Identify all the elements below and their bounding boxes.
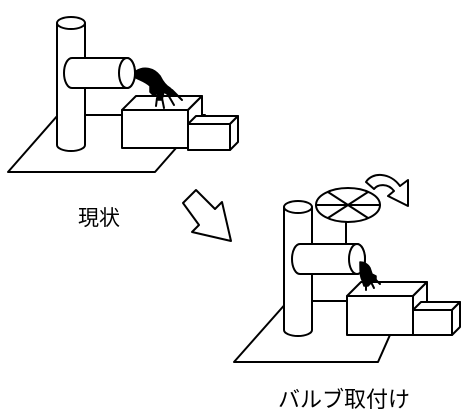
pipe: [291, 243, 366, 275]
valve-handwheel-icon: [315, 187, 381, 223]
caption-current-state: 現状: [78, 206, 120, 230]
caption-valve-installation: バルブ取付け: [278, 388, 410, 413]
hand-icon: [359, 261, 381, 291]
rotation-arrow-icon: [365, 174, 409, 207]
workpiece-box-small: [187, 115, 239, 151]
pipe: [63, 57, 136, 89]
transition-arrow-icon: [182, 189, 232, 242]
hand-icon: [135, 67, 183, 109]
workpiece-box-small: [412, 301, 461, 336]
current-state-illustration: [7, 16, 239, 173]
valve-installed-illustration: [233, 174, 461, 363]
workpiece-box-large: [346, 281, 428, 336]
